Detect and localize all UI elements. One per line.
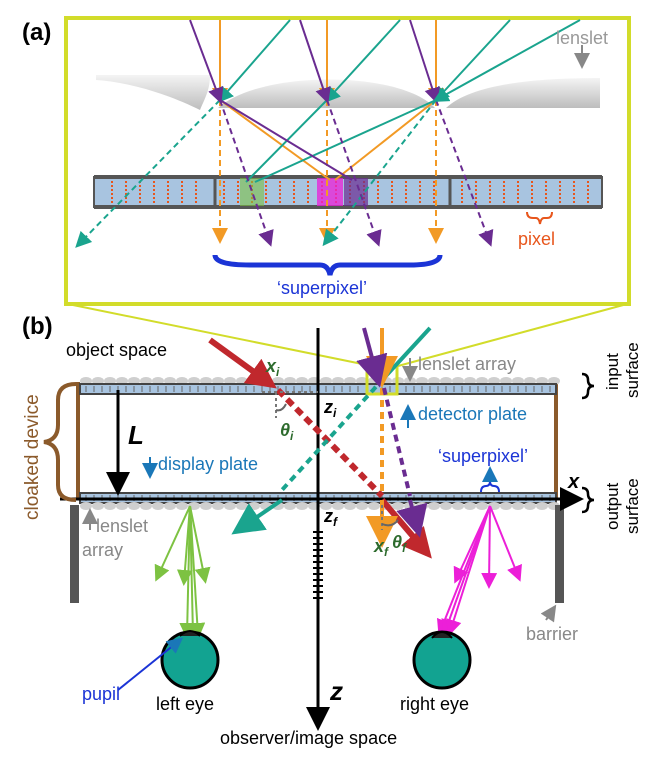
theta-f-label: θf <box>392 532 407 555</box>
output-surface-label-1: output <box>603 482 622 530</box>
input-surface-label-2: surface <box>623 342 642 398</box>
lenslet <box>176 502 188 510</box>
rays-panel-b <box>154 326 522 639</box>
panel-a-tag: (a) <box>22 19 51 46</box>
lenslet <box>212 502 224 510</box>
detector-plate-label: detector plate <box>418 404 527 424</box>
object-space-label: object space <box>66 340 167 360</box>
lenslet <box>524 502 536 510</box>
lenslet-label: lenslet <box>556 28 608 48</box>
lenslet <box>236 502 248 510</box>
observer-space-label: observer/image space <box>220 728 397 748</box>
z-axis-ticks <box>313 531 323 599</box>
rays-panel-a <box>75 19 581 248</box>
lenslet <box>80 502 92 510</box>
lenslet <box>92 502 104 510</box>
zoom-line-right <box>397 303 628 367</box>
right-eye <box>412 630 472 690</box>
lenslet-left <box>96 75 210 110</box>
barrier-left <box>70 505 79 603</box>
lenslet <box>164 502 176 510</box>
cloaked-device-brace <box>43 382 77 502</box>
barrier-label: barrier <box>526 624 578 644</box>
lenslet <box>296 502 308 510</box>
superpixel-label-b: ‘superpixel’ <box>438 446 528 466</box>
lenslet <box>128 502 140 510</box>
z-axis-label: z <box>329 676 343 706</box>
superpixel-brace-b <box>480 480 500 493</box>
z-i-label: zi <box>323 397 337 420</box>
lenslet <box>332 502 344 510</box>
zoom-line-left <box>67 303 373 367</box>
lenslet-right <box>446 78 600 108</box>
pixel-brace-a <box>526 211 553 225</box>
theta-i-label: θi <box>280 420 294 443</box>
lenslet <box>464 502 476 510</box>
lenslet <box>368 502 380 510</box>
lenslet <box>104 502 116 510</box>
lenslet <box>224 502 236 510</box>
barrier-right <box>555 505 564 603</box>
zoom-frame <box>64 16 631 306</box>
output-surface-brace <box>581 486 595 514</box>
lenslet <box>440 502 452 510</box>
panel-b: (b) object space lenslet array input sur… <box>22 313 642 748</box>
pupil-pointer <box>117 637 184 691</box>
superpixel-purple <box>344 178 368 206</box>
lenslet <box>200 502 212 510</box>
x-f-label: xf <box>373 536 389 559</box>
lenslet <box>356 502 368 510</box>
superpixel-green <box>240 178 264 206</box>
lenslet <box>116 502 128 510</box>
lenslet <box>452 502 464 510</box>
display-plate-label: display plate <box>158 454 258 474</box>
panel-a: (a) lenslet pixel ‘superpixel’ <box>22 16 631 306</box>
lenslet <box>476 502 488 510</box>
lenslet <box>284 502 296 510</box>
x-i-label: xi <box>265 356 280 379</box>
superpixel-label-a: ‘superpixel’ <box>277 278 367 298</box>
lenslet-array-top-label: lenslet array <box>418 354 516 374</box>
L-label: L <box>128 420 144 450</box>
left-eye <box>160 630 220 690</box>
lenslet-array-bottom-label-1: lenslet <box>96 516 148 536</box>
panel-b-tag: (b) <box>22 313 53 340</box>
lenslet <box>248 502 260 510</box>
input-surface-label-1: input <box>603 353 622 390</box>
lenslet <box>512 502 524 510</box>
z-f-label: zf <box>323 506 338 529</box>
lenslet <box>500 502 512 510</box>
lenslet <box>320 502 332 510</box>
lenslet <box>152 502 164 510</box>
lenslet <box>536 502 548 510</box>
lenslet-array-bottom-label-2: array <box>82 540 123 560</box>
pupil-label: pupil <box>82 684 120 704</box>
lenslet <box>392 502 404 510</box>
superpixel-brace-a <box>212 254 443 276</box>
output-surface-label-2: surface <box>623 478 642 534</box>
cloaked-device-label: cloaked device <box>22 394 43 520</box>
lenslet <box>344 502 356 510</box>
x-axis-label: x <box>567 471 580 493</box>
lenslet <box>416 502 428 510</box>
lenslet <box>140 502 152 510</box>
input-surface-brace <box>581 372 595 400</box>
pixel-label: pixel <box>518 229 555 249</box>
lenslet <box>428 502 440 510</box>
left-eye-label: left eye <box>156 694 214 714</box>
superpixel-magenta <box>317 178 343 206</box>
right-eye-label: right eye <box>400 694 469 714</box>
